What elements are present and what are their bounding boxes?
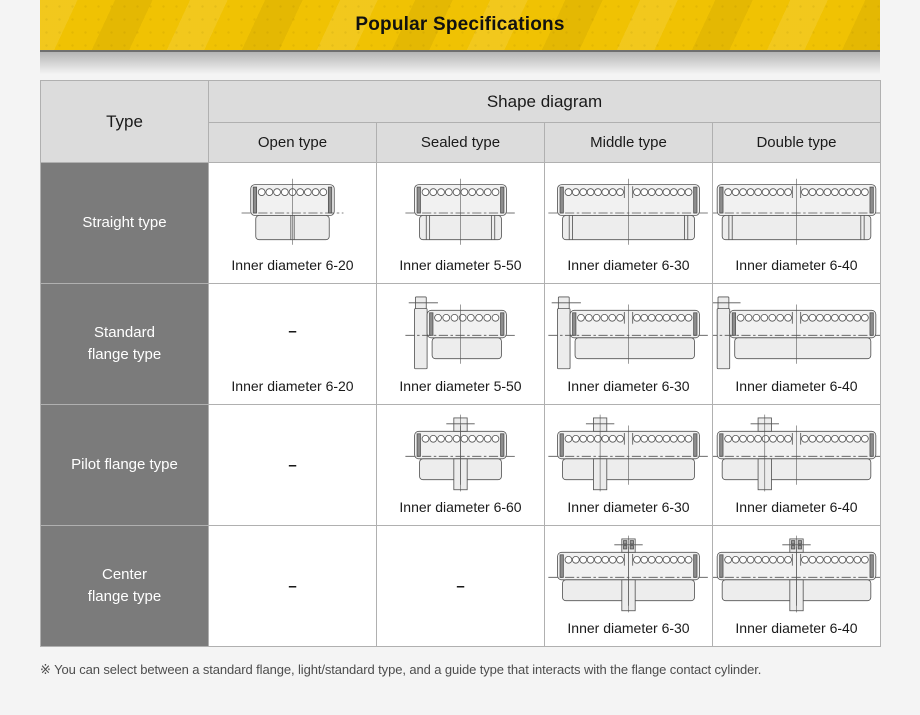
shape-cell: –: [376, 525, 545, 647]
column-header-double-type: Double type: [712, 122, 881, 163]
bushing-diagram-straight-middle: [548, 178, 709, 245]
dash-placeholder: –: [288, 577, 297, 595]
bushing-diagram-straight-double: [713, 178, 880, 245]
shape-cell: Inner diameter 6-30: [544, 525, 713, 647]
figure-area: [545, 526, 712, 621]
inner-diameter-label: Inner diameter 6-40: [735, 378, 858, 394]
figure-area: [377, 163, 544, 258]
inner-diameter-label: Inner diameter 6-60: [399, 499, 522, 515]
type-column-header: Type: [40, 80, 209, 163]
figure-area: [545, 284, 712, 379]
inner-diameter-label: Inner diameter 6-20: [231, 378, 354, 394]
shape-cell: Inner diameter 6-40: [712, 162, 881, 284]
footnote: ※ You can select between a standard flan…: [40, 662, 762, 677]
bushing-diagram-straight-open: [241, 178, 344, 245]
shape-cell: Inner diameter 6-30: [544, 404, 713, 526]
inner-diameter-label: Inner diameter 6-40: [735, 620, 858, 636]
bushing-diagram-flange-middle: [548, 296, 709, 369]
shape-cell: – Inner diameter 6-20: [208, 283, 377, 405]
shape-cell: Inner diameter 6-40: [712, 283, 881, 405]
figure-area: [713, 163, 880, 258]
shape-cell: Inner diameter 5-50: [376, 283, 545, 405]
bushing-diagram-center-middle: [548, 535, 709, 612]
banner-shadow: [40, 52, 880, 78]
inner-diameter-label: Inner diameter 6-30: [567, 378, 690, 394]
figure-area: –: [209, 526, 376, 646]
dash-placeholder: –: [456, 577, 465, 595]
shape-cell: Inner diameter 6-40: [712, 525, 881, 647]
inner-diameter-label: Inner diameter 6-40: [735, 257, 858, 273]
inner-diameter-label: Inner diameter 6-30: [567, 620, 690, 636]
bushing-diagram-straight-sealed: [405, 178, 516, 245]
figure-area: –: [377, 526, 544, 646]
specifications-table: Type Shape diagram Open type Sealed type…: [40, 80, 881, 647]
figure-area: [713, 405, 880, 500]
bushing-diagram-flange-sealed: [405, 296, 516, 369]
column-header-sealed-type: Sealed type: [376, 122, 545, 163]
figure-area: [377, 284, 544, 379]
shape-cell: Inner diameter 6-60: [376, 404, 545, 526]
figure-area: [545, 405, 712, 500]
inner-diameter-label: Inner diameter 6-30: [567, 257, 690, 273]
figure-area: –: [209, 405, 376, 525]
figure-area: [713, 526, 880, 621]
shape-cell: –: [208, 404, 377, 526]
figure-area: [545, 163, 712, 258]
figure-area: –: [209, 284, 376, 379]
figure-area: [377, 405, 544, 500]
shape-diagram-group-header: Shape diagram: [208, 80, 881, 123]
bushing-diagram-pilot-sealed: [405, 414, 516, 491]
inner-diameter-label: Inner diameter 6-40: [735, 499, 858, 515]
shape-cell: –: [208, 525, 377, 647]
shape-cell: Inner diameter 6-40: [712, 404, 881, 526]
dash-placeholder: –: [288, 323, 297, 340]
bushing-diagram-pilot-middle: [548, 414, 709, 491]
figure-area: [209, 163, 376, 258]
row-type-header: Pilot flange type: [40, 404, 209, 526]
shape-cell: Inner diameter 6-20: [208, 162, 377, 284]
figure-area: [713, 284, 880, 379]
shape-cell: Inner diameter 5-50: [376, 162, 545, 284]
table-header: Type Shape diagram Open type Sealed type…: [40, 80, 881, 163]
table-row: Pilot flange type – Inner diameter 6-60 Inn…: [40, 404, 881, 526]
inner-diameter-label: Inner diameter 5-50: [399, 378, 522, 394]
inner-diameter-label: Inner diameter 6-30: [567, 499, 690, 515]
title-banner: Popular Specifications: [40, 0, 880, 52]
bushing-diagram-flange-double: [713, 296, 880, 369]
dash-placeholder: –: [288, 456, 297, 474]
bushing-diagram-center-double: [713, 535, 880, 612]
column-header-open-type: Open type: [208, 122, 377, 163]
shape-cell: Inner diameter 6-30: [544, 162, 713, 284]
inner-diameter-label: Inner diameter 6-20: [231, 257, 354, 273]
column-header-middle-type: Middle type: [544, 122, 713, 163]
bushing-diagram-pilot-double: [713, 414, 880, 491]
shape-cell: Inner diameter 6-30: [544, 283, 713, 405]
inner-diameter-label: Inner diameter 5-50: [399, 257, 522, 273]
row-type-header: Straight type: [40, 162, 209, 284]
page-title: Popular Specifications: [355, 14, 565, 35]
